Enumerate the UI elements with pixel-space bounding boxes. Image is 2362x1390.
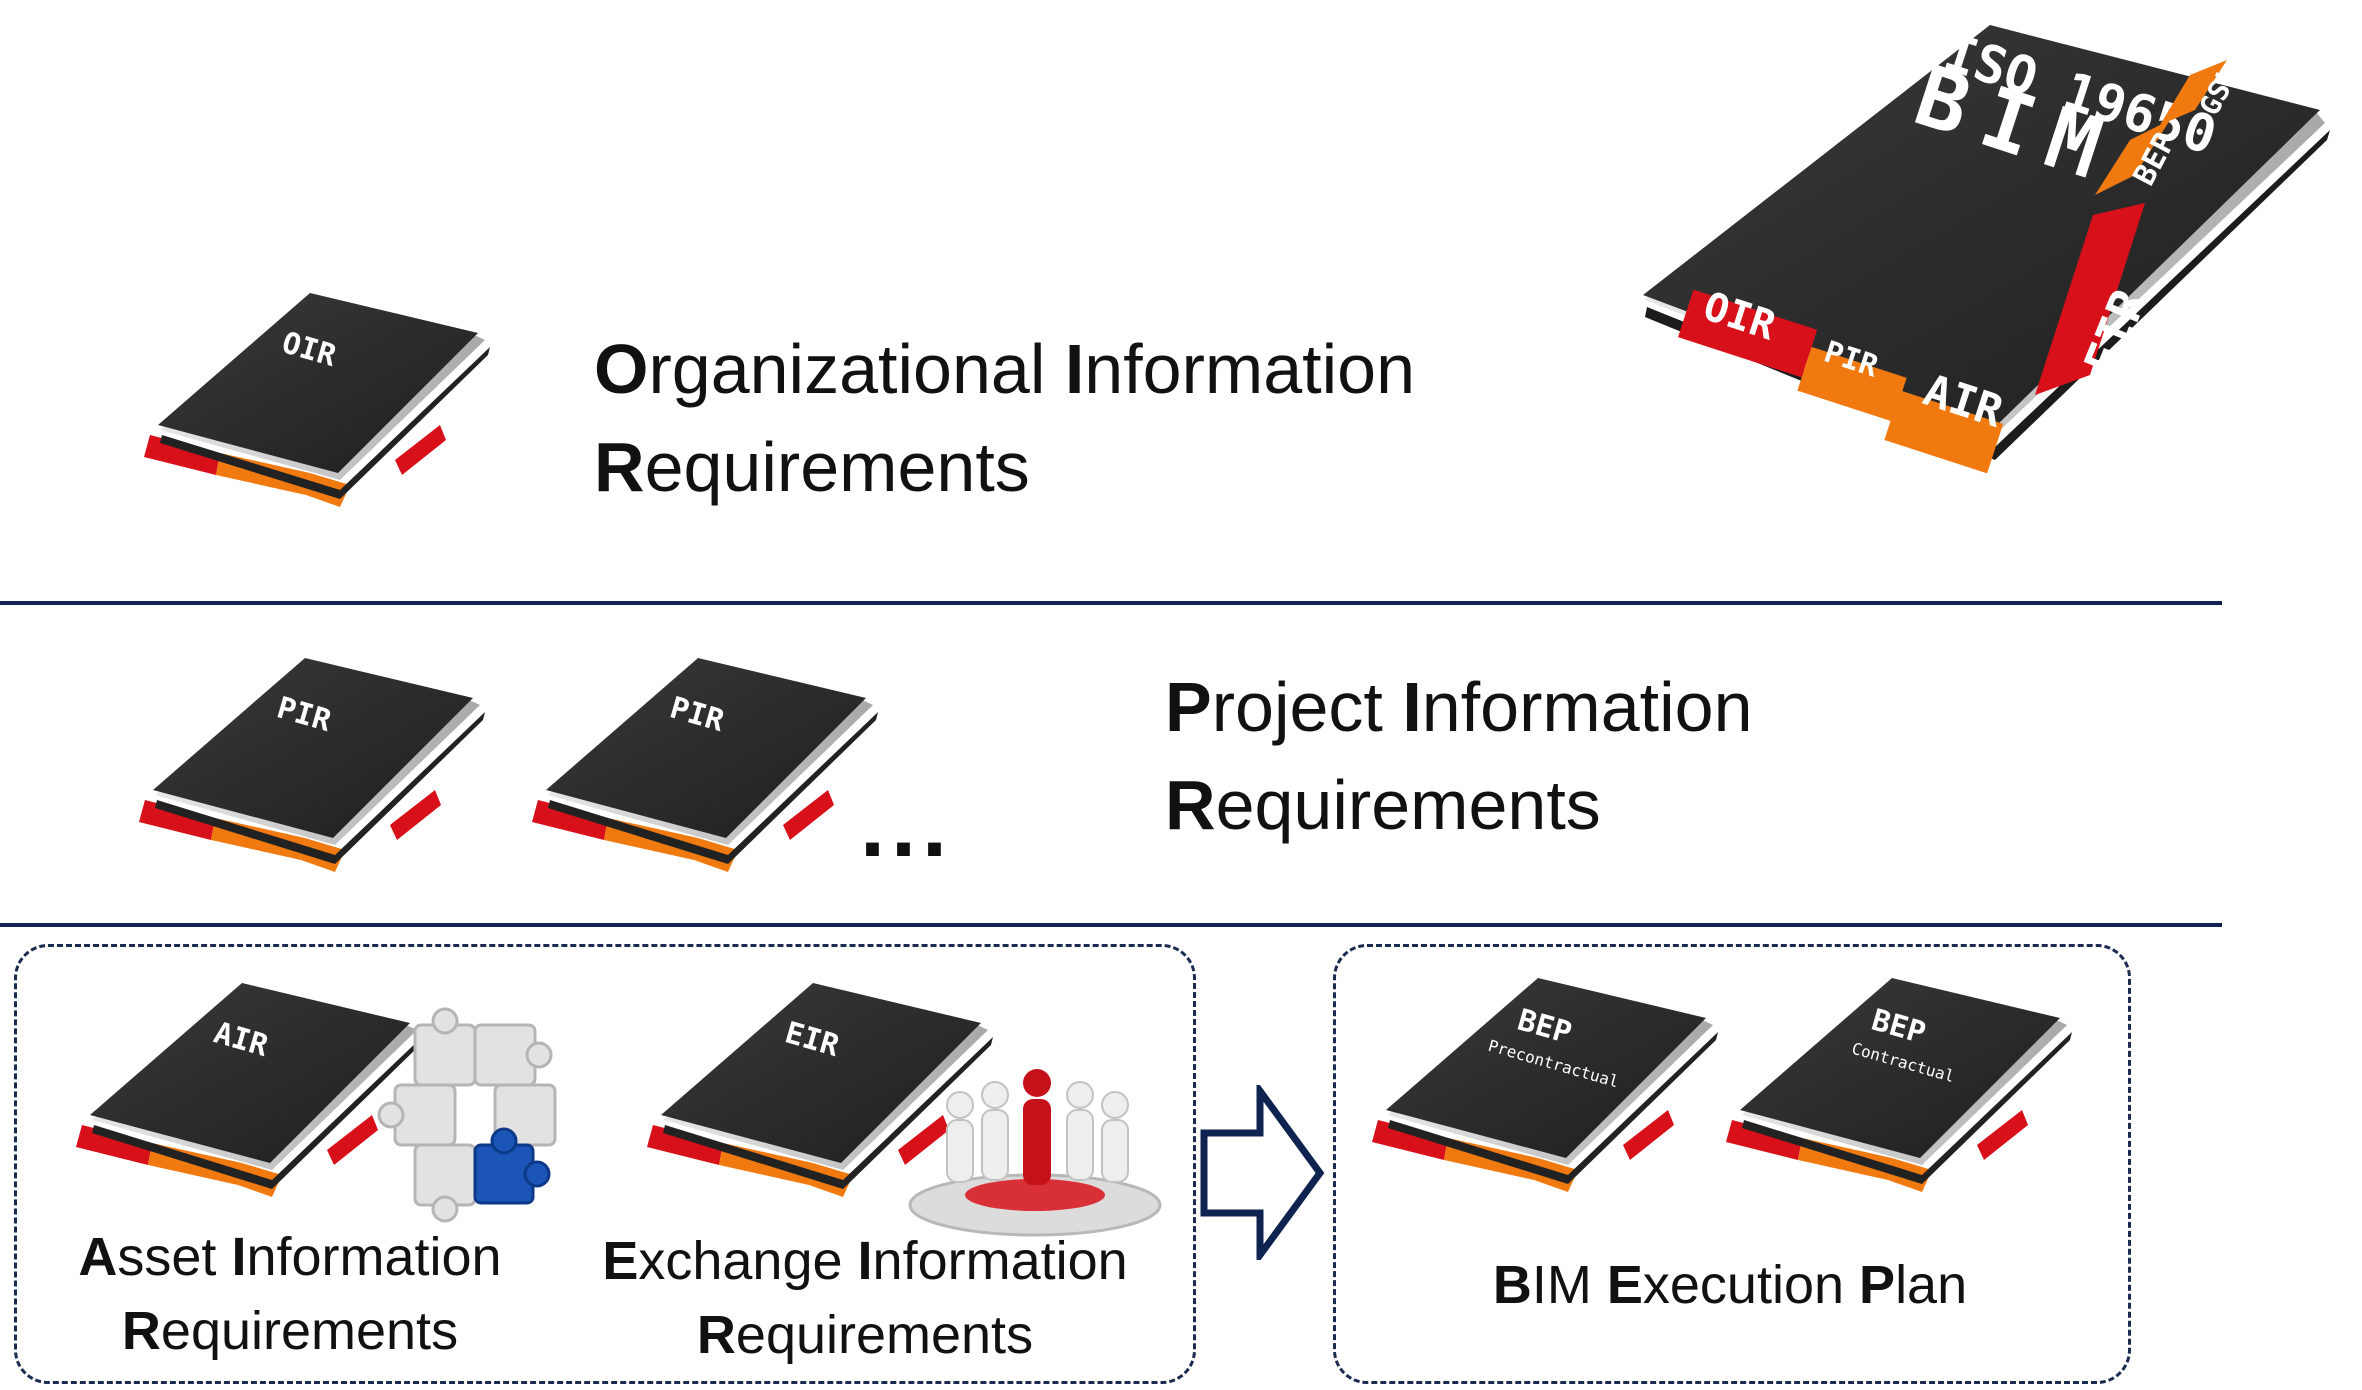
oir-book: OIR [144,293,490,507]
eir-book: EIR [647,983,993,1197]
air-caption: Asset Information Requirements [78,1227,502,1361]
team-people-icon [908,1069,1162,1237]
divider-1 [0,601,2222,605]
bep-contractual-book: BEP Contractual [1726,978,2072,1192]
bep-caption: BIM Execution Plan [1492,1255,1968,1315]
pir-heading: Project Information Requirements [1165,668,1753,844]
iso-19650-book: ISO 19650 BIM OIR PIR AIR EIR BEP GSL [1643,23,2330,474]
bep-group [1333,944,2131,1384]
bep-precontractual-book: BEP Precontractual [1372,978,1718,1192]
oir-heading: Organizational Information Requirements [594,330,1416,506]
right-arrow-icon [1200,1085,1325,1260]
divider-2 [0,923,2222,927]
puzzle-pieces-icon [377,1007,557,1223]
ellipsis: ... [860,776,954,876]
pir-book-1: PIR [139,658,485,872]
eir-caption: Exchange Information Requirements [602,1231,1128,1365]
pir-book-2: PIR [532,658,878,872]
air-book: AIR [76,983,422,1197]
air-eir-group [14,944,1196,1384]
